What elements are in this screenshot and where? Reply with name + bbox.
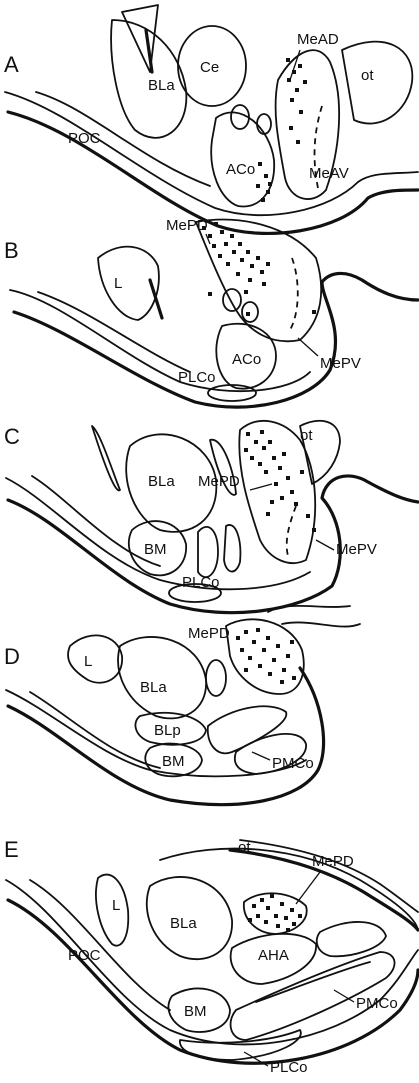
panel-e-surface bbox=[8, 900, 418, 1063]
panel-a-letter: A bbox=[4, 52, 19, 77]
panel-d-bla bbox=[118, 637, 206, 718]
panel-b-letter: B bbox=[4, 238, 19, 263]
panel-e-slot bbox=[317, 922, 386, 956]
panel-a-label-meav: MeAV bbox=[309, 165, 349, 182]
panel-d-label-bm: BM bbox=[162, 753, 185, 770]
panel-c-slot-2 bbox=[224, 525, 240, 572]
panel-a-label-bla: BLa bbox=[148, 77, 175, 94]
panel-c-letter: C bbox=[4, 424, 20, 449]
panel-e-label-pmco: PMCo bbox=[356, 995, 398, 1012]
panel-d-small-oval bbox=[206, 660, 226, 696]
panel-e: E ot MePD L BLa POC AHA BM PMCo PLCo bbox=[4, 837, 418, 1076]
panel-b-mepd-region bbox=[196, 220, 321, 342]
panel-c-leader-mepv bbox=[316, 540, 334, 550]
panel-c-label-ot: ot bbox=[300, 427, 313, 444]
panel-d-letter: D bbox=[4, 644, 20, 669]
panel-b-leader-mepv bbox=[298, 338, 318, 356]
panel-e-label-bm: BM bbox=[184, 1003, 207, 1020]
panel-e-label-poc: POC bbox=[68, 947, 101, 964]
panel-c-inner-line bbox=[32, 476, 160, 566]
panel-a-ot-right bbox=[342, 42, 412, 124]
panel-d-label-blp: BLp bbox=[154, 722, 181, 739]
panel-a-cell-dots bbox=[256, 58, 307, 202]
panel-b-divider bbox=[290, 258, 298, 330]
panel-a-label-ot: ot bbox=[361, 67, 374, 84]
panel-a-label-aco: ACo bbox=[226, 161, 255, 178]
panel-c-divider bbox=[287, 506, 296, 556]
panel-e-cell-dots bbox=[248, 894, 302, 932]
panel-e-label-ot: ot bbox=[238, 839, 251, 856]
panel-d: D MePD L BLa BLp BM PMCo bbox=[4, 606, 360, 805]
panel-b-l-edge bbox=[150, 280, 162, 318]
panel-e-label-bla: BLa bbox=[170, 915, 197, 932]
panel-b-label-mepd: MePD bbox=[166, 217, 208, 234]
panel-d-cell-dots bbox=[236, 628, 296, 684]
panel-d-mepd-region bbox=[226, 619, 304, 694]
panel-c-label-plco: PLCo bbox=[182, 574, 220, 591]
panel-d-label-mepd: MePD bbox=[188, 625, 230, 642]
panel-e-label-aha: AHA bbox=[258, 947, 289, 964]
panel-c-cell-dots bbox=[244, 430, 316, 532]
panel-e-label-mepd: MePD bbox=[312, 853, 354, 870]
panel-a-top-wedge bbox=[122, 5, 158, 72]
panel-c-outer-boundary bbox=[6, 478, 310, 589]
panel-a: A Ce MeAD ot BLa POC ACo MeAV bbox=[4, 5, 418, 233]
panel-c: C ot MePD BLa BM PLCo MePV bbox=[4, 421, 418, 613]
panel-d-slot bbox=[208, 706, 287, 753]
panel-c-label-mepd: MePD bbox=[198, 473, 240, 490]
panel-c-thin-sliver bbox=[92, 426, 120, 490]
panel-a-label-poc: POC bbox=[68, 130, 101, 147]
panel-a-label-ce: Ce bbox=[200, 59, 219, 76]
panel-e-label-l: L bbox=[112, 897, 120, 914]
panel-b-plco bbox=[208, 385, 256, 401]
panel-c-leader-mepd bbox=[250, 484, 272, 490]
panel-a-label-mead: MeAD bbox=[297, 31, 339, 48]
panel-e-letter: E bbox=[4, 837, 19, 862]
panel-b-small-oval-1 bbox=[223, 289, 241, 311]
panel-b-label-aco: ACo bbox=[232, 351, 261, 368]
panel-b-outer-boundary bbox=[10, 290, 310, 391]
panel-b: B MePD L ACo PLCo MePV bbox=[4, 217, 418, 407]
panel-e-leader-mepd bbox=[296, 872, 320, 904]
panel-b-label-mepv: MePV bbox=[320, 355, 361, 372]
panel-e-label-plco: PLCo bbox=[270, 1059, 308, 1076]
panel-d-label-l: L bbox=[84, 653, 92, 670]
panel-d-l bbox=[68, 635, 122, 682]
panel-d-label-pmco: PMCo bbox=[272, 755, 314, 772]
panel-e-mepd-region bbox=[244, 893, 307, 934]
panel-c-label-bm: BM bbox=[144, 541, 167, 558]
panel-b-label-plco: PLCo bbox=[178, 369, 216, 386]
panel-c-slot-1 bbox=[198, 527, 218, 577]
panel-a-aco bbox=[211, 112, 274, 206]
panel-d-leader-pmco bbox=[252, 752, 270, 760]
panel-b-cell-dots bbox=[202, 222, 316, 316]
panel-d-label-bla: BLa bbox=[140, 679, 167, 696]
panel-c-label-bla: BLa bbox=[148, 473, 175, 490]
panel-a-small-oval-2 bbox=[257, 114, 271, 134]
panel-c-label-mepv: MePV bbox=[336, 541, 377, 558]
panel-e-inner-line bbox=[30, 880, 170, 1010]
panel-b-label-l: L bbox=[114, 275, 122, 292]
panel-d-ot-band-2 bbox=[282, 622, 360, 626]
